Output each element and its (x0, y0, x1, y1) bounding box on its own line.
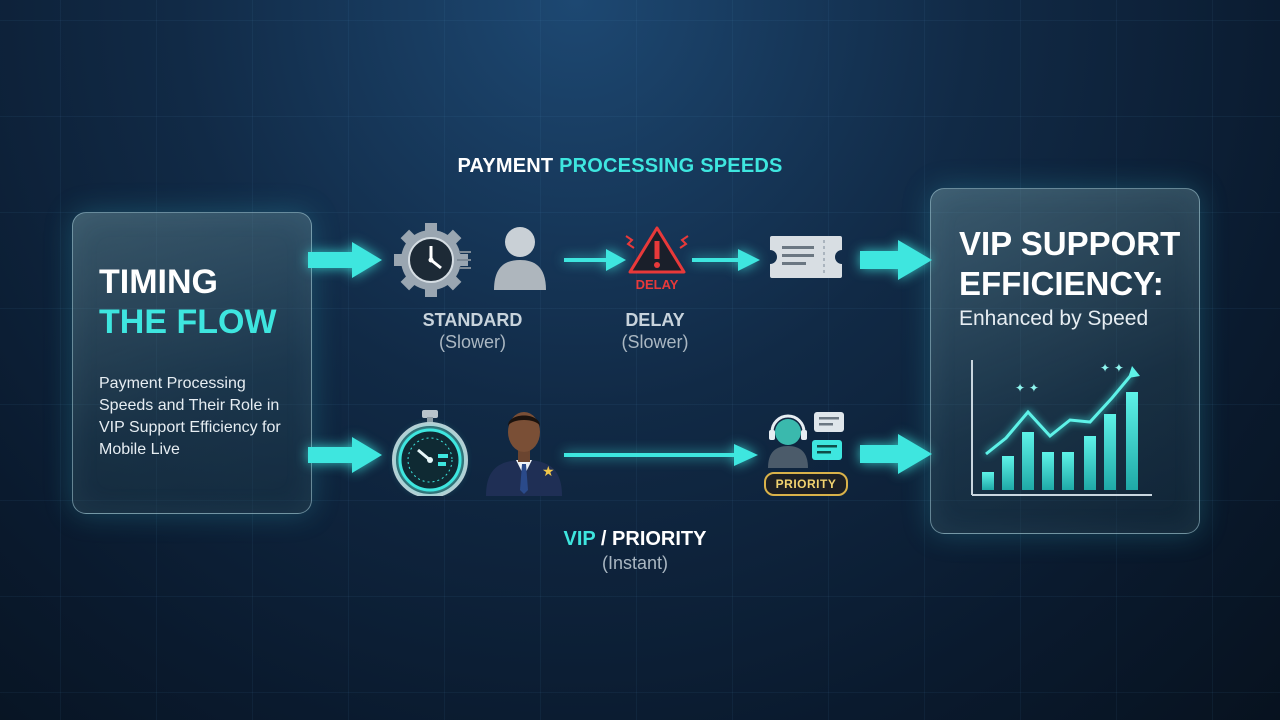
delay-icon-text: DELAY (636, 277, 679, 292)
delay-label: DELAY (625, 310, 685, 330)
growth-chart-icon: ✦ ✦ ✦ ✦ (971, 360, 1152, 496)
arrow-priority-to-right (860, 434, 932, 474)
left-panel: TIMING THE FLOW Payment Processing Speed… (72, 212, 312, 514)
standard-sub-label: (Slower) (438, 332, 506, 352)
stopwatch-icon (392, 410, 468, 496)
arrow-vip-to-priority (564, 444, 758, 466)
delay-sub-label: (Slower) (621, 332, 689, 352)
right-subtitle: Enhanced by Speed (959, 307, 1149, 330)
left-title-line2: THE FLOW (99, 303, 277, 341)
ticket-icon (770, 236, 842, 278)
vip-agent-icon: ★ (486, 412, 562, 496)
arrow-standard-to-delay (564, 249, 626, 271)
standard-label: STANDARD (422, 310, 523, 330)
arrow-delay-to-ticket (692, 249, 760, 271)
user-icon (494, 227, 546, 290)
arrow-left-to-stopwatch (308, 437, 382, 473)
svg-text:✦ ✦: ✦ ✦ (1015, 381, 1039, 395)
gear-clock-icon (394, 223, 471, 297)
support-agent-icon (768, 412, 844, 468)
vip-priority-label: VIP / PRIORITY (563, 528, 707, 550)
arrow-left-to-standard (308, 242, 382, 278)
arrow-ticket-to-right (860, 240, 932, 280)
vip-priority-sub-label: (Instant) (601, 553, 669, 573)
right-title-line2: EFFICIENCY: (959, 265, 1164, 302)
svg-text:✦ ✦: ✦ ✦ (1100, 361, 1124, 375)
delay-warning-icon: DELAY (625, 226, 689, 292)
right-title-line1: VIP SUPPORT (959, 225, 1181, 262)
right-panel: VIP SUPPORT EFFICIENCY: Enhanced by Spee… (930, 188, 1200, 534)
priority-badge: PRIORITY (764, 472, 848, 496)
left-title-line1: TIMING (99, 263, 218, 301)
left-description: Payment Processing Speeds and Their Role… (99, 375, 281, 458)
svg-text:★: ★ (542, 464, 555, 480)
header-title: PAYMENT PROCESSING SPEEDS (457, 155, 783, 177)
